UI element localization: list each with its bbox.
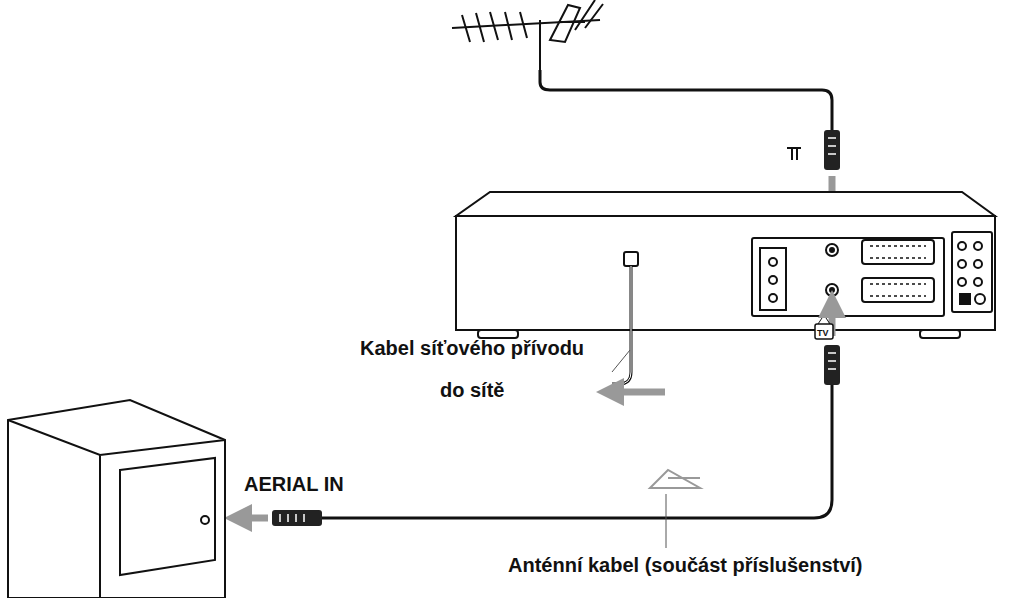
antenna-in-symbol [787, 148, 801, 160]
symbol-label: TV [817, 328, 829, 338]
leader-line [612, 350, 630, 372]
cable-label: Anténní kabel (součást příslušenství) [508, 553, 863, 577]
direction-arrow [650, 470, 700, 488]
tv-plug [272, 510, 322, 526]
connector-label: AERIAL IN [244, 472, 344, 496]
cable-label: do sítě [440, 378, 504, 402]
antenna-cable [540, 70, 832, 130]
tv-cable-plug [824, 345, 840, 385]
tv-arrow [238, 515, 268, 522]
antenna-plug [824, 130, 840, 170]
tv-output-symbol [815, 318, 833, 339]
leader-line [666, 494, 667, 548]
mains-arrow [610, 389, 665, 396]
television [8, 400, 225, 598]
power-cable [612, 266, 631, 384]
antenna [452, 0, 603, 70]
aerial-cable [322, 385, 832, 518]
vcr [456, 192, 995, 338]
cable-label: Kabel síťového přívodu [360, 336, 584, 360]
